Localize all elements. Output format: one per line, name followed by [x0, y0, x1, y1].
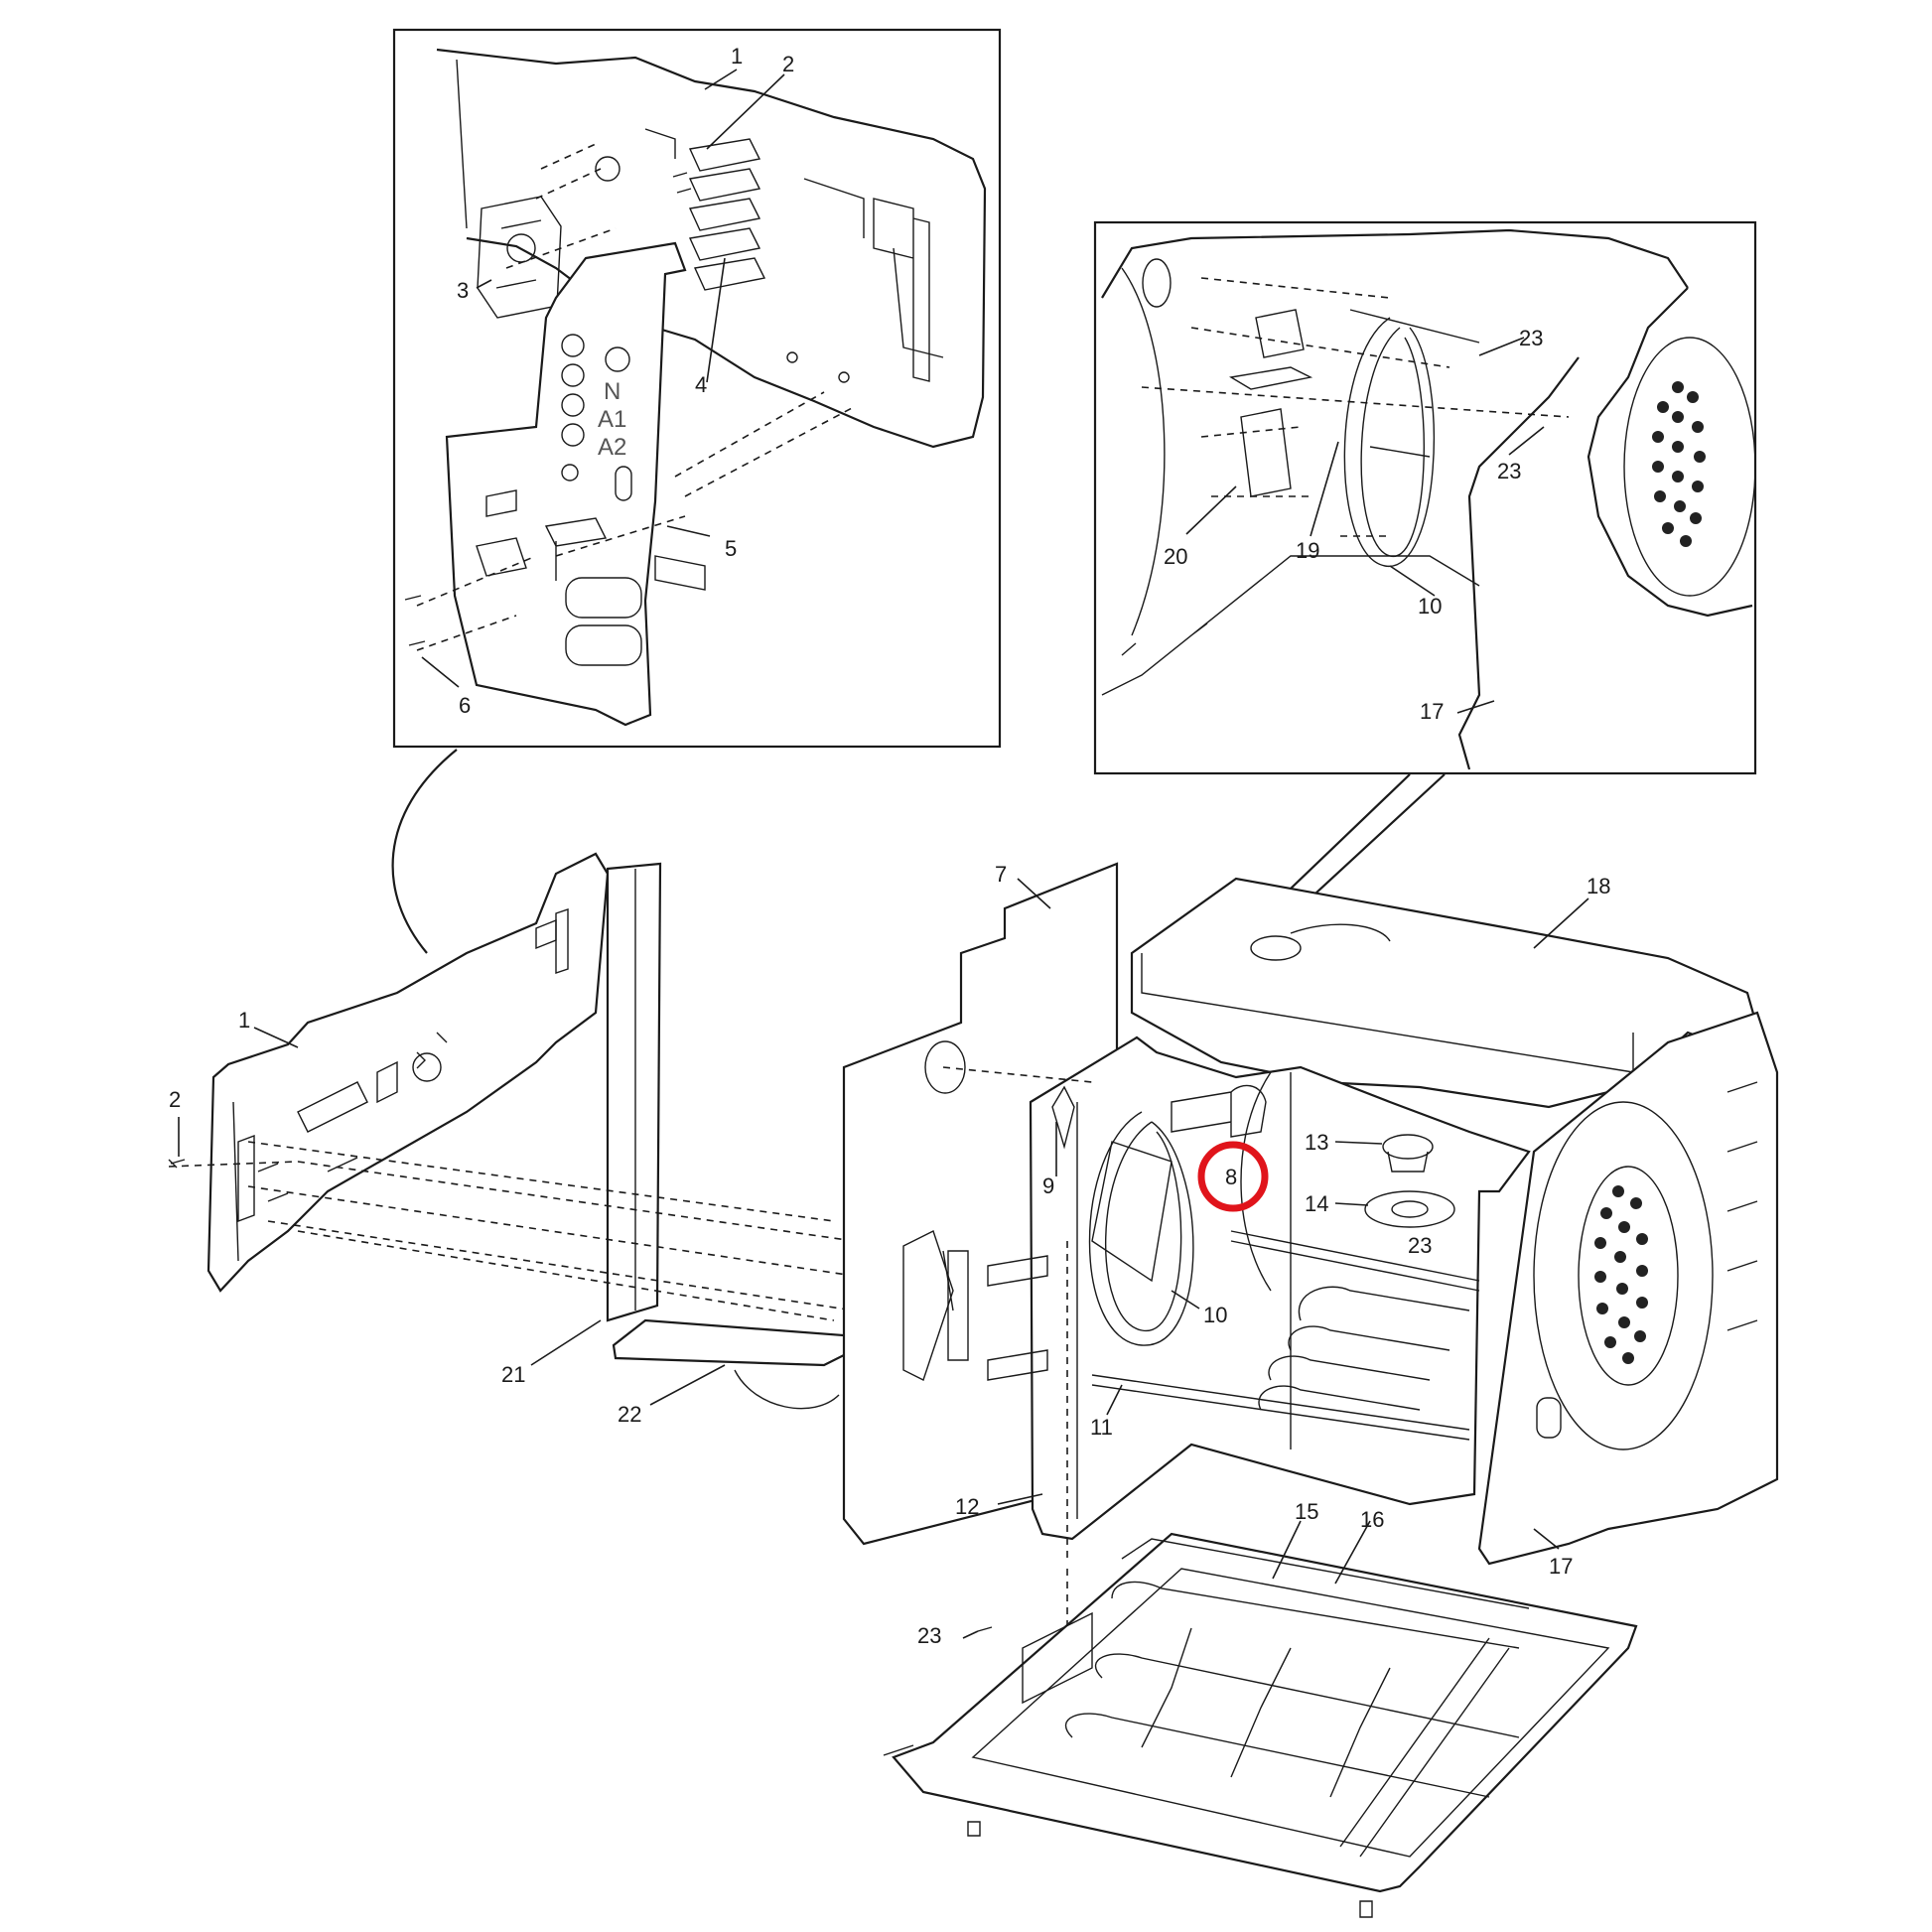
callout-10-main: 10 — [1203, 1303, 1227, 1327]
terminal-mark-a1: A1 — [598, 406, 626, 433]
oven-cavity — [942, 877, 1779, 1638]
callout-3: 3 — [457, 278, 469, 303]
screw-23-bottom — [977, 1626, 993, 1632]
explode-lines-rear — [168, 1141, 855, 1321]
callout-5: 5 — [725, 536, 737, 561]
inset-connector-left — [391, 749, 458, 954]
part-8-component — [1171, 1084, 1267, 1138]
callout-13: 13 — [1305, 1130, 1328, 1155]
callout-17-main: 17 — [1549, 1554, 1573, 1579]
oven-rod — [1091, 1230, 1480, 1441]
callout-1: 1 — [731, 44, 743, 69]
fan-blade-inset — [1229, 309, 1313, 497]
callout-12: 12 — [955, 1494, 979, 1519]
bottom-element-assembly — [883, 1532, 1638, 1918]
rear-panel — [207, 852, 610, 1293]
terminal-mark-a2: A2 — [598, 434, 626, 461]
callout-6: 6 — [459, 693, 471, 718]
callout-21: 21 — [501, 1362, 525, 1387]
heating-element-loop — [1088, 1111, 1194, 1346]
lamp-cover — [1382, 1134, 1434, 1160]
lamp-gasket — [1364, 1190, 1455, 1228]
callout-1-main: 1 — [238, 1008, 250, 1033]
callout-8: 8 — [1225, 1165, 1237, 1189]
callout-11: 11 — [1090, 1415, 1113, 1440]
callout-23-a: 23 — [1519, 326, 1543, 350]
callout-4: 4 — [695, 372, 707, 397]
callout-23-b: 23 — [1497, 459, 1521, 483]
callout-19: 19 — [1296, 538, 1319, 563]
terminal-mark-n: N — [604, 378, 621, 405]
callout-2-main: 2 — [169, 1087, 181, 1112]
callout-17-inset: 17 — [1420, 699, 1444, 724]
callouts-inset-left: 1 2 3 4 5 6 — [457, 44, 794, 718]
callout-20: 20 — [1164, 544, 1187, 569]
air-duct — [606, 862, 662, 1322]
control-bracket — [445, 241, 687, 727]
highlight-circle-part-8 — [1197, 1141, 1269, 1212]
callout-9: 9 — [1042, 1173, 1054, 1198]
callout-16: 16 — [1360, 1507, 1384, 1532]
inset-control-panel: N A1 A2 — [392, 28, 1002, 749]
lower-element-main — [1258, 1286, 1470, 1411]
callout-18: 18 — [1587, 874, 1610, 898]
callouts-main: 1 2 21 22 7 18 9 8 13 14 23 10 11 12 15 … — [169, 862, 1610, 1648]
inset-fan-element — [1093, 220, 1757, 775]
callout-2: 2 — [782, 52, 794, 76]
callout-7: 7 — [995, 862, 1007, 887]
fan-cover-holes-inset — [1652, 381, 1706, 547]
callout-10-inset: 10 — [1418, 594, 1442, 619]
callouts-inset-right: 23 23 20 19 10 17 — [1164, 326, 1543, 724]
callout-22: 22 — [618, 1402, 641, 1427]
inset-frame-right — [1093, 220, 1757, 775]
crumb-tray — [612, 1318, 856, 1367]
callout-23-bottom: 23 — [917, 1623, 941, 1648]
fan-cover-holes-main — [1594, 1185, 1648, 1364]
terminal-block — [688, 138, 766, 291]
callout-14: 14 — [1305, 1191, 1328, 1216]
callout-15: 15 — [1295, 1499, 1318, 1524]
callout-23-main: 23 — [1408, 1233, 1432, 1258]
